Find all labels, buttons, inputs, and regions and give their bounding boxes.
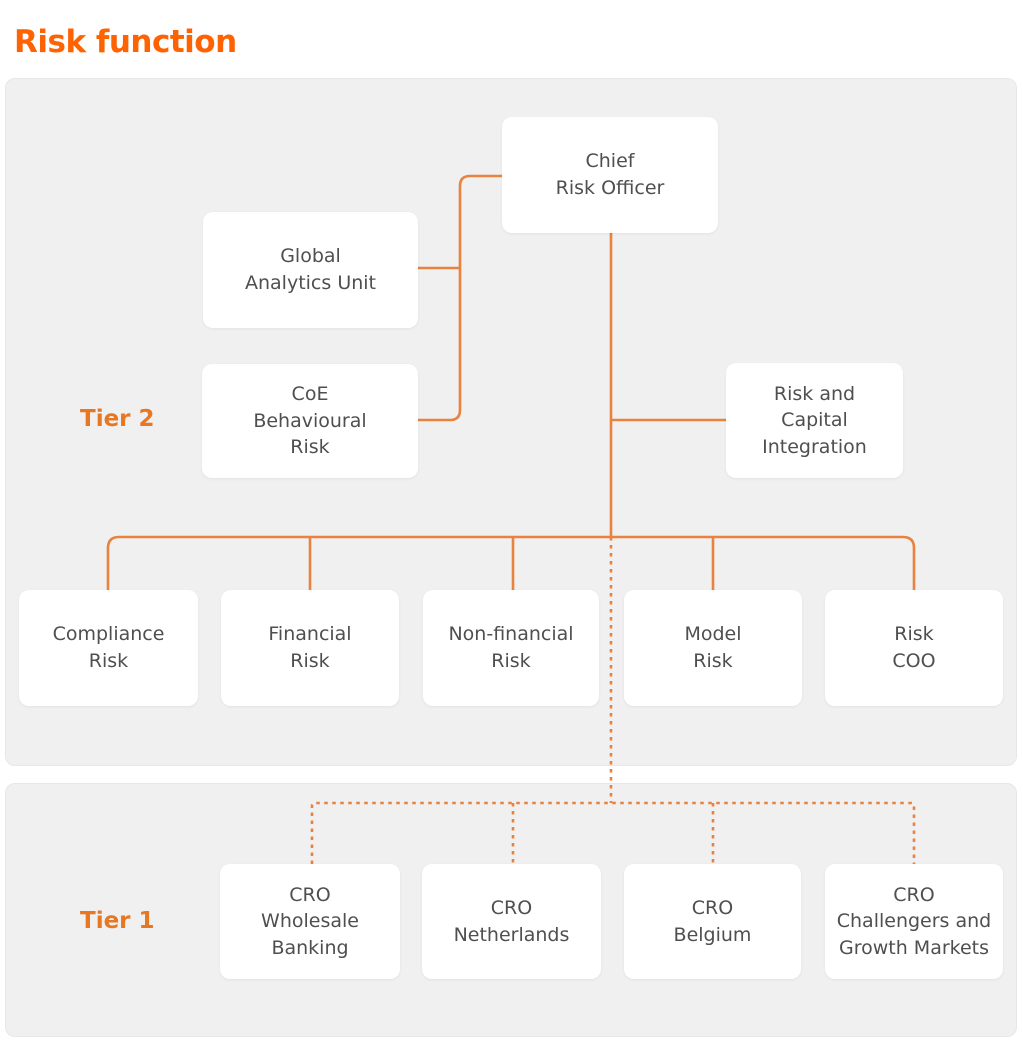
node-risk-coo: Risk COO (825, 590, 1003, 706)
node-compliance-risk: Compliance Risk (19, 590, 198, 706)
node-financial-risk: Financial Risk (221, 590, 399, 706)
page-title: Risk function (14, 24, 237, 60)
node-cro-wholesale-banking: CRO Wholesale Banking (220, 864, 400, 979)
node-coe-behavioural-risk: CoE Behavioural Risk (202, 364, 418, 478)
node-cro-belgium: CRO Belgium (624, 864, 801, 979)
node-non-financial-risk: Non-financial Risk (423, 590, 599, 706)
node-global-analytics-unit: Global Analytics Unit (203, 212, 418, 328)
node-chief-risk-officer: Chief Risk Officer (502, 117, 718, 233)
node-cro-challengers-growth-markets: CRO Challengers and Growth Markets (825, 864, 1003, 979)
tier2-label: Tier 2 (80, 406, 155, 432)
node-risk-and-capital-integration: Risk and Capital Integration (726, 363, 903, 478)
node-cro-netherlands: CRO Netherlands (422, 864, 601, 979)
node-model-risk: Model Risk (624, 590, 802, 706)
tier1-label: Tier 1 (80, 908, 155, 934)
